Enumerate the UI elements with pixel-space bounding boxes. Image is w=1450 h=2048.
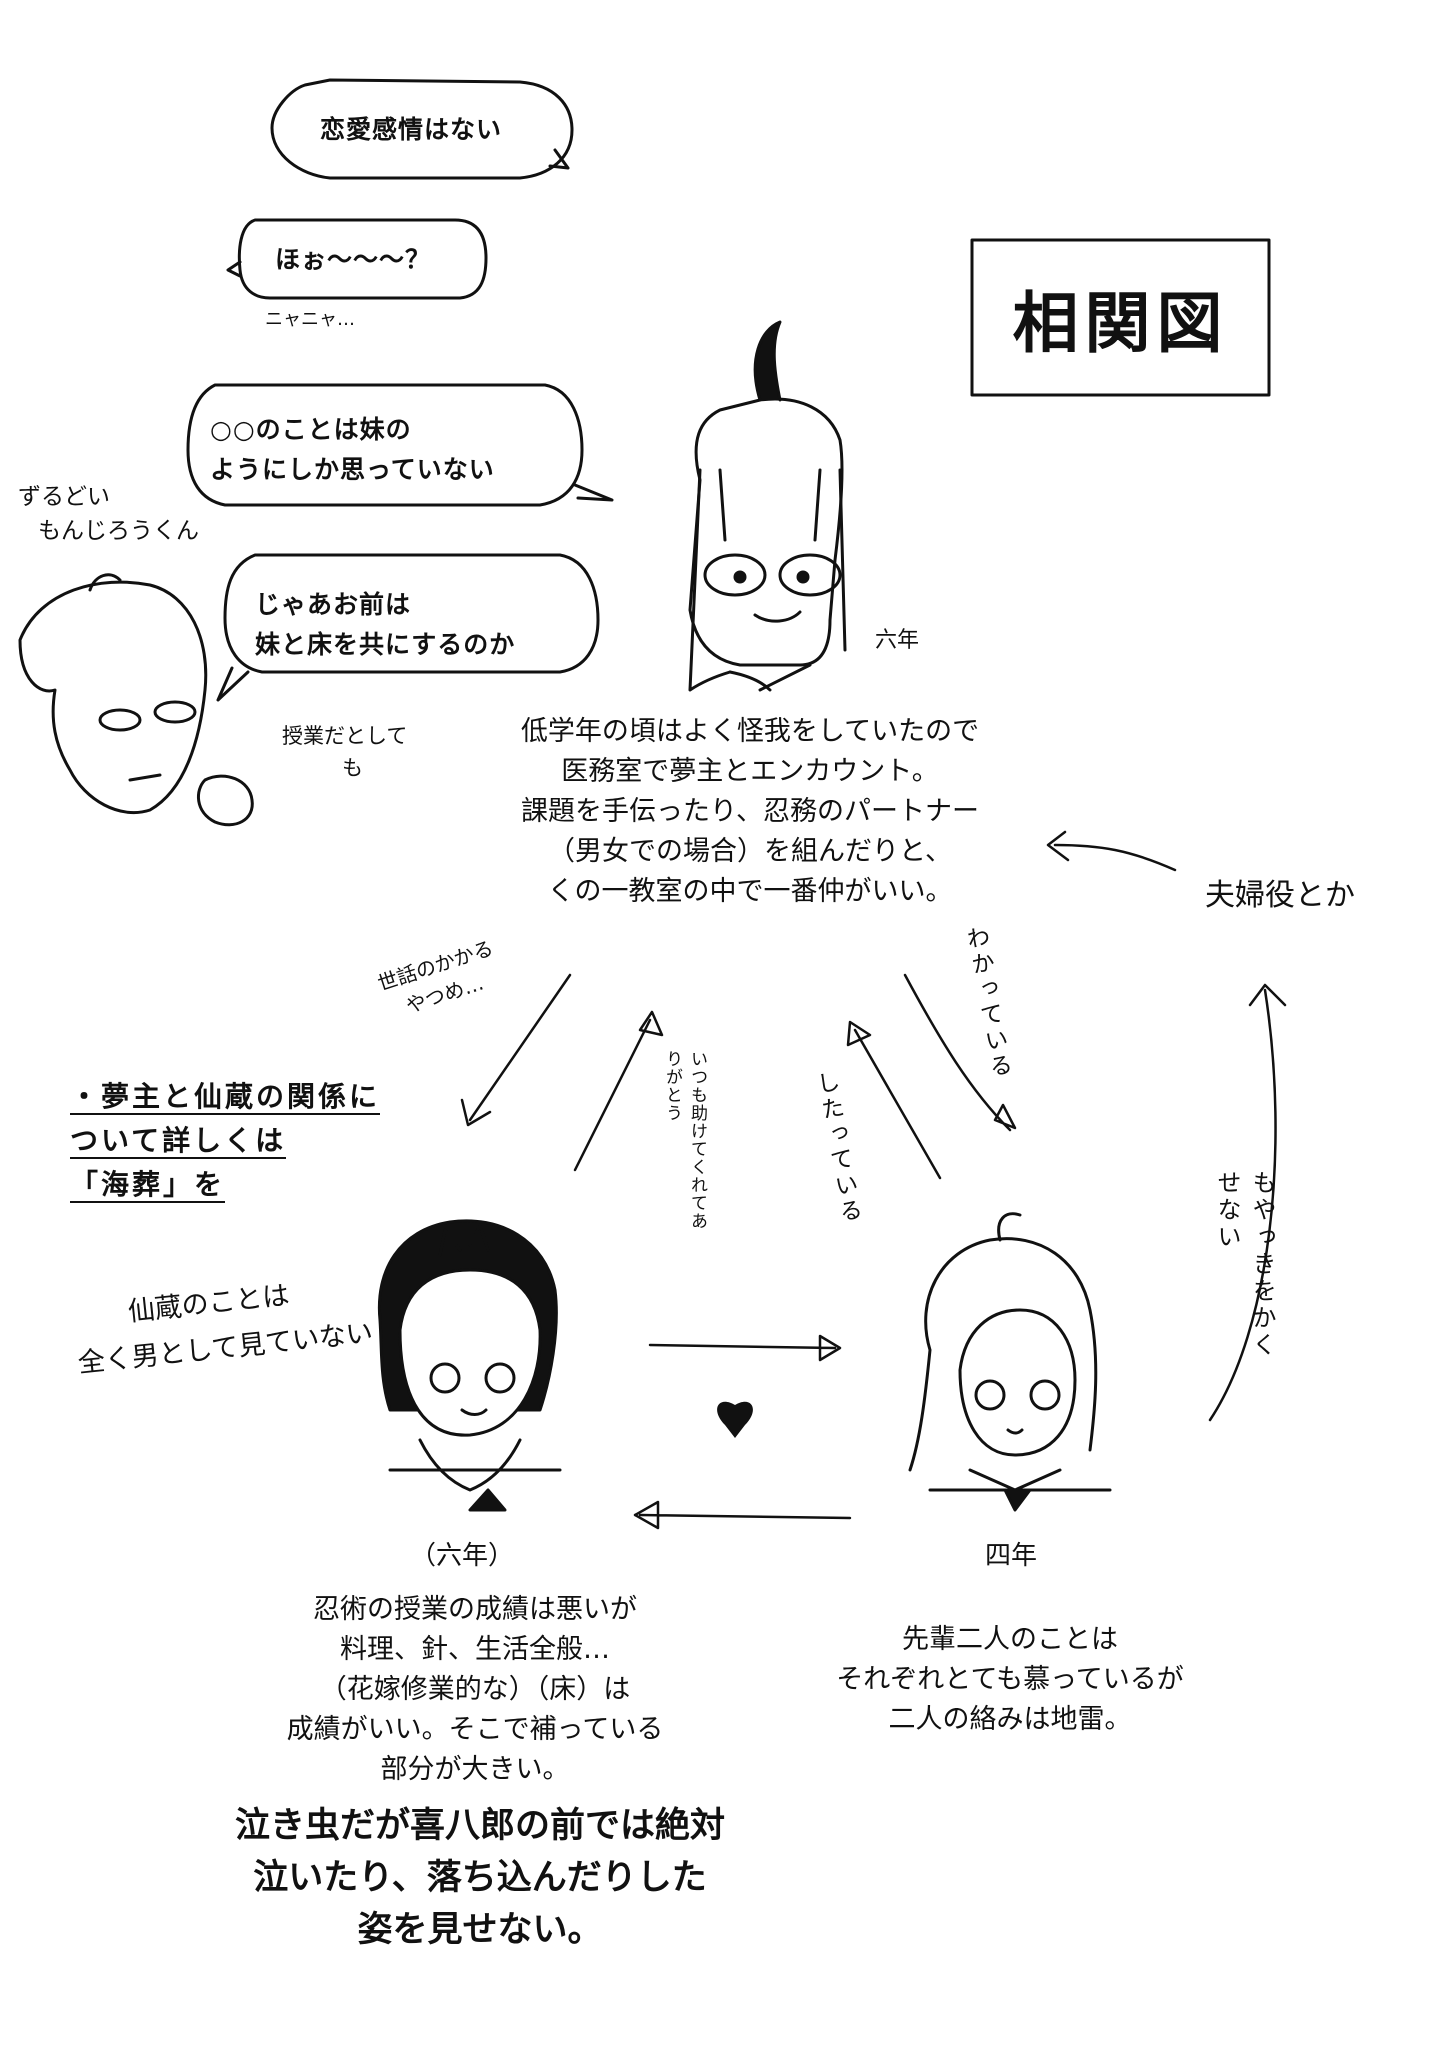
rokunen-top-label: 六年 <box>875 628 920 653</box>
description-left-line: （花嫁修業的な）（床）は <box>319 1674 631 1705</box>
jugyou-note: 授業だとして も <box>282 720 407 784</box>
zurui-note: ずるどい もんじろうくん <box>18 480 199 548</box>
related-story-note: ・夢主と仙蔵の関係に ついて詳しくは 「海葬」を <box>70 1075 381 1207</box>
description-top-line: 課題を手伝ったり、忍務のパートナー <box>521 796 979 827</box>
arrow-moyamoya <box>1208 983 1287 1422</box>
character-monjiro <box>18 573 254 827</box>
description-left-line: 成績がいい。そこで補っている <box>286 1714 664 1745</box>
rokunen-paren-label: （六年） <box>410 1541 515 1571</box>
bubble-4-text: じゃあお前は 妹と床を共にするのか <box>255 585 515 665</box>
description-left: 忍術の授業の成績は悪いが 料理、針、生活全般… （花嫁修業的な）（床）は 成績が… <box>240 1590 710 1790</box>
title-box: 相関図 <box>972 240 1269 395</box>
bubble-3-line1: ○○のことは妹の <box>210 415 412 444</box>
speech-bubble-4 <box>216 553 600 702</box>
description-right-line: 二人の絡みは地雷。 <box>888 1704 1132 1735</box>
character-heroine <box>377 1219 562 1512</box>
jugyou-line1: 授業だとして <box>282 724 408 748</box>
zurui-line1: ずるどい <box>18 484 110 510</box>
nyanya-note: ニャニャ… <box>265 309 355 330</box>
description-right-line: 先輩二人のことは <box>902 1624 1118 1655</box>
note-line3: 「海葬」を <box>70 1168 226 1203</box>
arrow-fuufu <box>1046 830 1177 872</box>
bubble-3-line2: ようにしか思っていない <box>210 455 495 484</box>
description-bold: 泣き虫だが喜八郎の前では絶対 泣いたり、落ち込んだりした 姿を見せない。 <box>190 1800 770 1956</box>
arrow-wakatteiru <box>903 973 1017 1132</box>
zurui-line2: もんじろうくん <box>38 518 199 544</box>
bubble-3-text: ○○のことは妹の ようにしか思っていない <box>210 410 495 490</box>
arrow-shitatteiru <box>846 1020 942 1180</box>
arrows <box>460 830 1287 1530</box>
description-top-line: （男女での場合）を組んだりと、 <box>548 836 952 867</box>
arrow-sewa <box>460 973 572 1127</box>
description-left-line: 忍術の授業の成績は悪いが <box>313 1594 637 1625</box>
speech-bubble-2 <box>226 218 488 300</box>
fuufu-label: 夫婦役とか <box>1205 878 1355 913</box>
description-top: 低学年の頃はよく怪我をしていたので 医務室で夢主とエンカウント。 課題を手伝った… <box>470 712 1030 912</box>
heart-icon <box>717 1401 753 1438</box>
arrow-right-to-left <box>633 1500 852 1530</box>
description-bold-line: 泣いたり、落ち込んだりした <box>253 1858 707 1898</box>
yonen-label: 四年 <box>985 1541 1038 1571</box>
title-frame <box>970 238 1271 397</box>
bubble-1-text: 恋愛感情はない <box>320 115 503 144</box>
character-top-sixth-year <box>688 320 847 692</box>
speech-bubble-3 <box>186 383 614 507</box>
arrow-left-to-right <box>648 1334 842 1362</box>
description-bold-line: 姿を見せない。 <box>357 1910 603 1950</box>
jugyou-line2: も <box>342 756 363 780</box>
note-line1: ・夢主と仙蔵の関係に <box>70 1080 381 1115</box>
description-right-line: それぞれとても慕っているが <box>836 1664 1184 1695</box>
description-top-line: くの一教室の中で一番仲がいい。 <box>547 876 953 907</box>
character-fourth-year <box>908 1212 1112 1512</box>
bubble-4-line1: じゃあお前は <box>255 590 412 619</box>
arrow-itsumo <box>573 1010 664 1172</box>
page-title: 相関図 <box>1012 284 1229 362</box>
description-bold-line: 泣き虫だが喜八郎の前では絶対 <box>234 1806 725 1846</box>
moyamoya-label: もやっきをかくせない <box>1213 1170 1276 1359</box>
description-left-line: 部分が大きい。 <box>380 1754 570 1785</box>
speech-bubble-1 <box>270 78 574 180</box>
description-top-line: 低学年の頃はよく怪我をしていたので <box>520 716 980 747</box>
description-top-line: 医務室で夢主とエンカウント。 <box>561 756 939 787</box>
note-line2: ついて詳しくは <box>70 1124 287 1159</box>
description-left-line: 料理、針、生活全般… <box>340 1634 610 1665</box>
bubble-4-line2: 妹と床を共にするのか <box>255 630 516 659</box>
description-right: 先輩二人のことは それぞれとても慕っているが 二人の絡みは地雷。 <box>795 1620 1225 1740</box>
itsumo-label: いつも助けてくれてありがとう <box>662 1050 707 1230</box>
bubble-2-text: ほぉ〜〜〜？ <box>275 245 432 274</box>
